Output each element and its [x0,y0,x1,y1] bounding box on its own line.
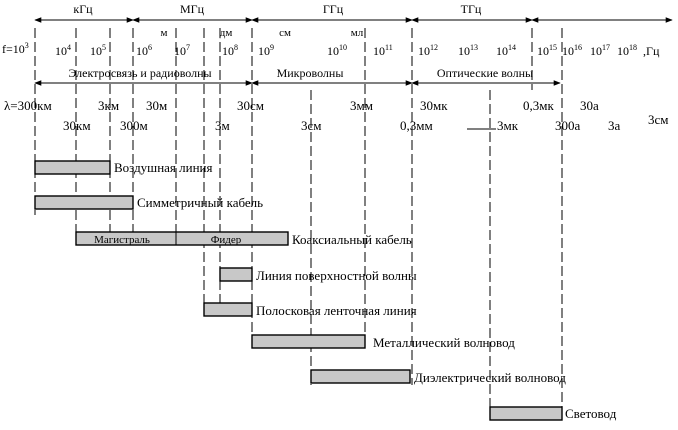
range-label-radio: Электросвязь и радиоволны [68,66,211,80]
freq-tick-exp: 8 [234,43,238,52]
wavelength-3m: 3м [215,118,230,133]
wavelength-3km: 3км [98,98,119,113]
wavelength-300m: 300м [120,118,148,133]
freq-tick-label: 1014 [496,43,516,58]
freq-tick-base: 10 [537,44,549,58]
sub-unit-ml: мл [351,27,364,39]
wavelength-3a: 3а [608,118,621,133]
freq-tick-base: 10 [90,44,102,58]
wavelength-300km: λ=300км [4,98,52,113]
bar-metal-waveguide [251,334,366,349]
bar-strip-line [203,302,253,317]
freq-tick-exp: 4 [67,43,71,52]
bar-symmetric-cable [34,195,134,210]
freq-tick-base: 10 [496,44,508,58]
freq-tick-base: 10 [174,44,186,58]
bar-coaxial-cable [75,231,289,246]
freq-tick-base: 10 [590,44,602,58]
freq-tick-label: 106 [136,43,152,58]
freq-tick-label: 1011 [373,43,393,58]
band-label-mhz: МГц [180,2,205,16]
label-overhead-line: Воздушная линия [114,160,213,175]
bar-surface-wave-line [219,267,253,282]
freq-tick-base: 10 [55,44,67,58]
freq-tick-label: 1012 [418,43,438,58]
range-label-micro: Микроволны [277,66,344,80]
bar-overhead-line [34,160,111,175]
freq-prefix-exp: 3 [25,41,29,50]
band-label-khz: кГц [73,2,93,16]
freq-tick-exp: 7 [186,43,190,52]
wavelength-3mm: 3мм [350,98,373,113]
wavelength-3mk: 3мк [497,118,519,133]
freq-tick-label: 1018 [617,43,637,58]
freq-tick-exp: 11 [385,43,393,52]
label-strip-line: Полосковая ленточная линия [256,303,417,318]
label-metal-waveguide: Металлический волновод [373,335,515,350]
freq-prefix: f=103 [2,41,29,56]
freq-tick-base: 10 [222,44,234,58]
label-optical-fiber: Световод [565,406,617,421]
wavelength-30mk: 30мк [420,98,448,113]
bar-dielectric-waveguide [310,369,411,384]
freq-tick-label: 1016 [562,43,582,58]
label-symmetric-cable: Симметричный кабель [137,195,263,210]
freq-tick-label: 105 [90,43,106,58]
freq-tick-base: 10 [136,44,148,58]
freq-tick-exp: 17 [602,43,610,52]
label-coaxial-cable: Коаксиальный кабель [292,232,412,247]
freq-tick-label: 108 [222,43,238,58]
freq-unit: ,Гц [643,44,660,58]
label-coaxial-trunk: Магистраль [94,234,150,246]
freq-tick-base: 10 [373,44,385,58]
freq-tick-label: 1013 [458,43,478,58]
freq-tick-exp: 9 [270,43,274,52]
freq-tick-label: 109 [258,43,274,58]
freq-tick-base: 10 [327,44,339,58]
wavelength-30km: 30км [63,118,91,133]
sub-unit-cm: см [279,27,291,39]
freq-tick-label: 104 [55,43,71,58]
freq-tick-base: 10 [418,44,430,58]
freq-tick-exp: 6 [148,43,152,52]
wavelength-30cm: 30см [237,98,264,113]
guide-lines [34,28,563,420]
freq-tick-exp: 14 [508,43,516,52]
range-label-optic: Оптические волны [437,66,533,80]
freq-tick-exp: 13 [470,43,478,52]
label-dielectric-waveguide: Диэлектрический волновод [414,370,566,385]
wavelength-30a: 30а [580,98,599,113]
bar-optical-fiber [489,406,563,421]
freq-tick-exp: 18 [629,43,637,52]
freq-tick-base: 10 [258,44,270,58]
freq-tick-base: 10 [617,44,629,58]
wavelength-03mk: 0,3мк [523,98,554,113]
freq-tick-label: 1017 [590,43,610,58]
wavelength-30m: 30м [146,98,167,113]
freq-tick-label: 1015 [537,43,557,58]
freq-tick-label: 1010 [327,43,347,58]
wavelength-03mm: 0,3мм [400,118,433,133]
wavelength-3cm-far: 3см [648,112,669,127]
band-label-ghz: ГГц [323,2,344,16]
freq-tick-base: 10 [458,44,470,58]
freq-tick-exp: 10 [339,43,347,52]
wavelength-300a: 300а [555,118,581,133]
sub-unit-m: м [161,27,168,39]
freq-tick-exp: 5 [102,43,106,52]
band-label-thz: ТГц [461,2,482,16]
label-coaxial-feeder: Фидер [211,234,242,246]
freq-tick-label: 107 [174,43,190,58]
freq-tick-base: 10 [562,44,574,58]
freq-tick-exp: 15 [549,43,557,52]
label-surface-wave-line: Линия поверхностной волны [256,268,417,283]
wavelength-3cm: 3см [301,118,322,133]
freq-prefix-base: f=10 [2,42,25,56]
freq-tick-exp: 12 [430,43,438,52]
sub-unit-dm: дм [220,27,233,39]
freq-tick-exp: 16 [574,43,582,52]
